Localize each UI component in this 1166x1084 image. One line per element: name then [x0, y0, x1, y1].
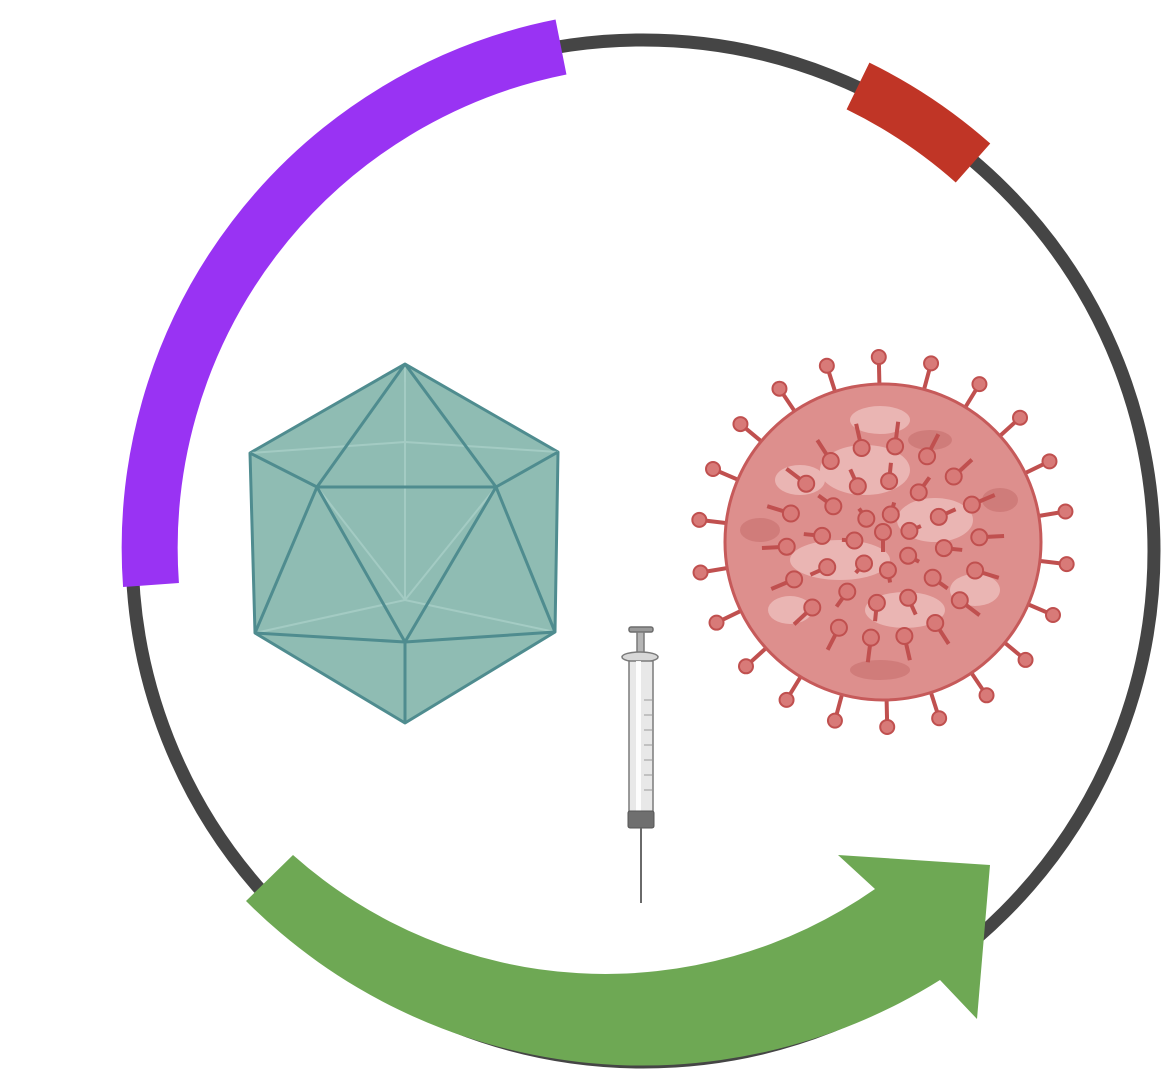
virus-spike: [861, 628, 880, 663]
syringe-icon: [621, 626, 659, 903]
virus-spike: [817, 493, 843, 516]
virus-spike: [899, 588, 918, 616]
virus-spike: [874, 523, 892, 552]
virus-spike: [895, 627, 914, 661]
virus-spike: [766, 504, 800, 523]
virus-spike: [881, 501, 900, 524]
virus-spike: [944, 458, 974, 486]
virus-spike: [854, 554, 874, 575]
virus-spike: [959, 376, 988, 416]
virus-spike: [886, 421, 905, 456]
virus-spike: [785, 467, 816, 493]
virus-spike: [880, 462, 899, 491]
virus-spike: [923, 568, 949, 591]
virus-spike: [792, 598, 822, 626]
virus-spike: [857, 507, 876, 528]
virus-spike: [761, 537, 796, 556]
virus-spike: [926, 614, 951, 645]
virus-spike: [899, 546, 921, 565]
virus-spike: [848, 468, 867, 496]
virus-spike: [867, 593, 886, 622]
virus-spike: [950, 591, 981, 617]
virus-spike: [909, 476, 932, 502]
virus-spike: [934, 539, 963, 558]
virus-spike: [825, 618, 848, 651]
virus-spike: [962, 493, 996, 514]
virus-spike: [834, 582, 857, 608]
virus-spike: [929, 507, 957, 526]
virus-spike: [815, 439, 840, 470]
green-arrow: [246, 855, 990, 1066]
virus-spike: [841, 531, 864, 550]
virus-spike: [966, 561, 1000, 580]
virus-spike: [970, 528, 1005, 547]
virus-spike: [770, 570, 804, 591]
virus-spike: [900, 521, 922, 540]
virus-icon: [691, 349, 1075, 735]
virus-spike: [878, 561, 897, 583]
virus-spike: [809, 558, 837, 577]
red-segment: [846, 62, 991, 183]
purple-segment: [121, 19, 567, 587]
virus-spike: [926, 684, 948, 727]
icosahedron-capsid-icon: [248, 362, 560, 725]
virus-spike: [803, 526, 832, 545]
virus-spike: [852, 423, 871, 457]
virus-spike: [918, 433, 941, 466]
